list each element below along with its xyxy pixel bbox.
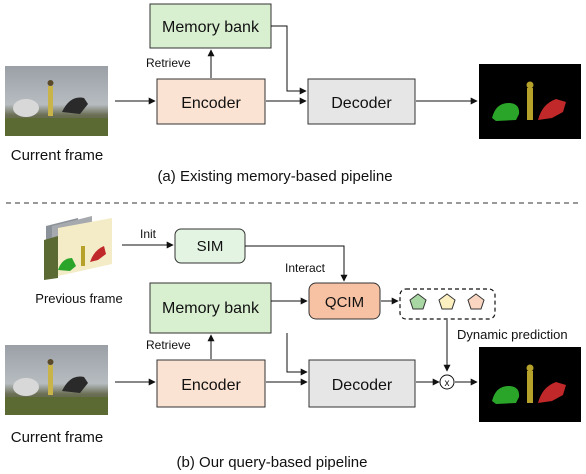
decoder-box-top <box>307 78 416 125</box>
sim-label: SIM <box>197 238 224 255</box>
memory-bank-label-bottom: Memory bank <box>162 300 260 317</box>
memory-bank-box-top <box>149 3 272 49</box>
encoder-box-bottom <box>156 359 266 408</box>
init-label: Init <box>140 227 157 241</box>
retrieve-label-top: Retrieve <box>146 56 191 70</box>
encoder-box-top <box>156 78 266 125</box>
dynamic-prediction-label: Dynamic prediction <box>457 327 568 342</box>
decoder-box-bottom <box>308 359 416 408</box>
query-token-peach <box>467 293 485 310</box>
current-frame-image-top <box>5 66 108 136</box>
qcim-box <box>308 282 381 320</box>
encoder-label-bottom: Encoder <box>181 377 241 394</box>
current-frame-label-bottom: Current frame <box>11 429 104 446</box>
query-token-green <box>409 293 427 310</box>
previous-frame-image-stack <box>44 216 112 280</box>
multiply-symbol: x <box>445 378 450 389</box>
arrow-memory-to-decoder-bottom <box>286 333 308 376</box>
memory-bank-box-bottom <box>149 282 272 334</box>
arrow-memory-to-decoder-top <box>271 25 307 95</box>
caption-b: (b) Our query-based pipeline <box>177 454 368 471</box>
current-frame-label-top: Current frame <box>11 147 104 164</box>
retrieve-label-bottom: Retrieve <box>146 338 191 352</box>
mask-output-bottom <box>479 347 581 422</box>
interact-label: Interact <box>285 261 326 275</box>
query-tokens-box <box>399 288 496 320</box>
multiply-operator <box>439 374 455 390</box>
mask-output-top <box>479 64 581 139</box>
decoder-label-bottom: Decoder <box>332 377 393 394</box>
previous-frame-label: Previous frame <box>35 291 122 306</box>
qcim-label: QCIM <box>325 294 364 311</box>
query-token-yellow <box>438 293 456 310</box>
current-frame-image-bottom <box>5 345 108 415</box>
encoder-label-top: Encoder <box>181 95 241 112</box>
memory-bank-label-top: Memory bank <box>162 19 260 36</box>
decoder-label-top: Decoder <box>331 95 392 112</box>
caption-a: (a) Existing memory-based pipeline <box>157 168 392 185</box>
arrow-sim-to-qcim <box>245 245 348 282</box>
